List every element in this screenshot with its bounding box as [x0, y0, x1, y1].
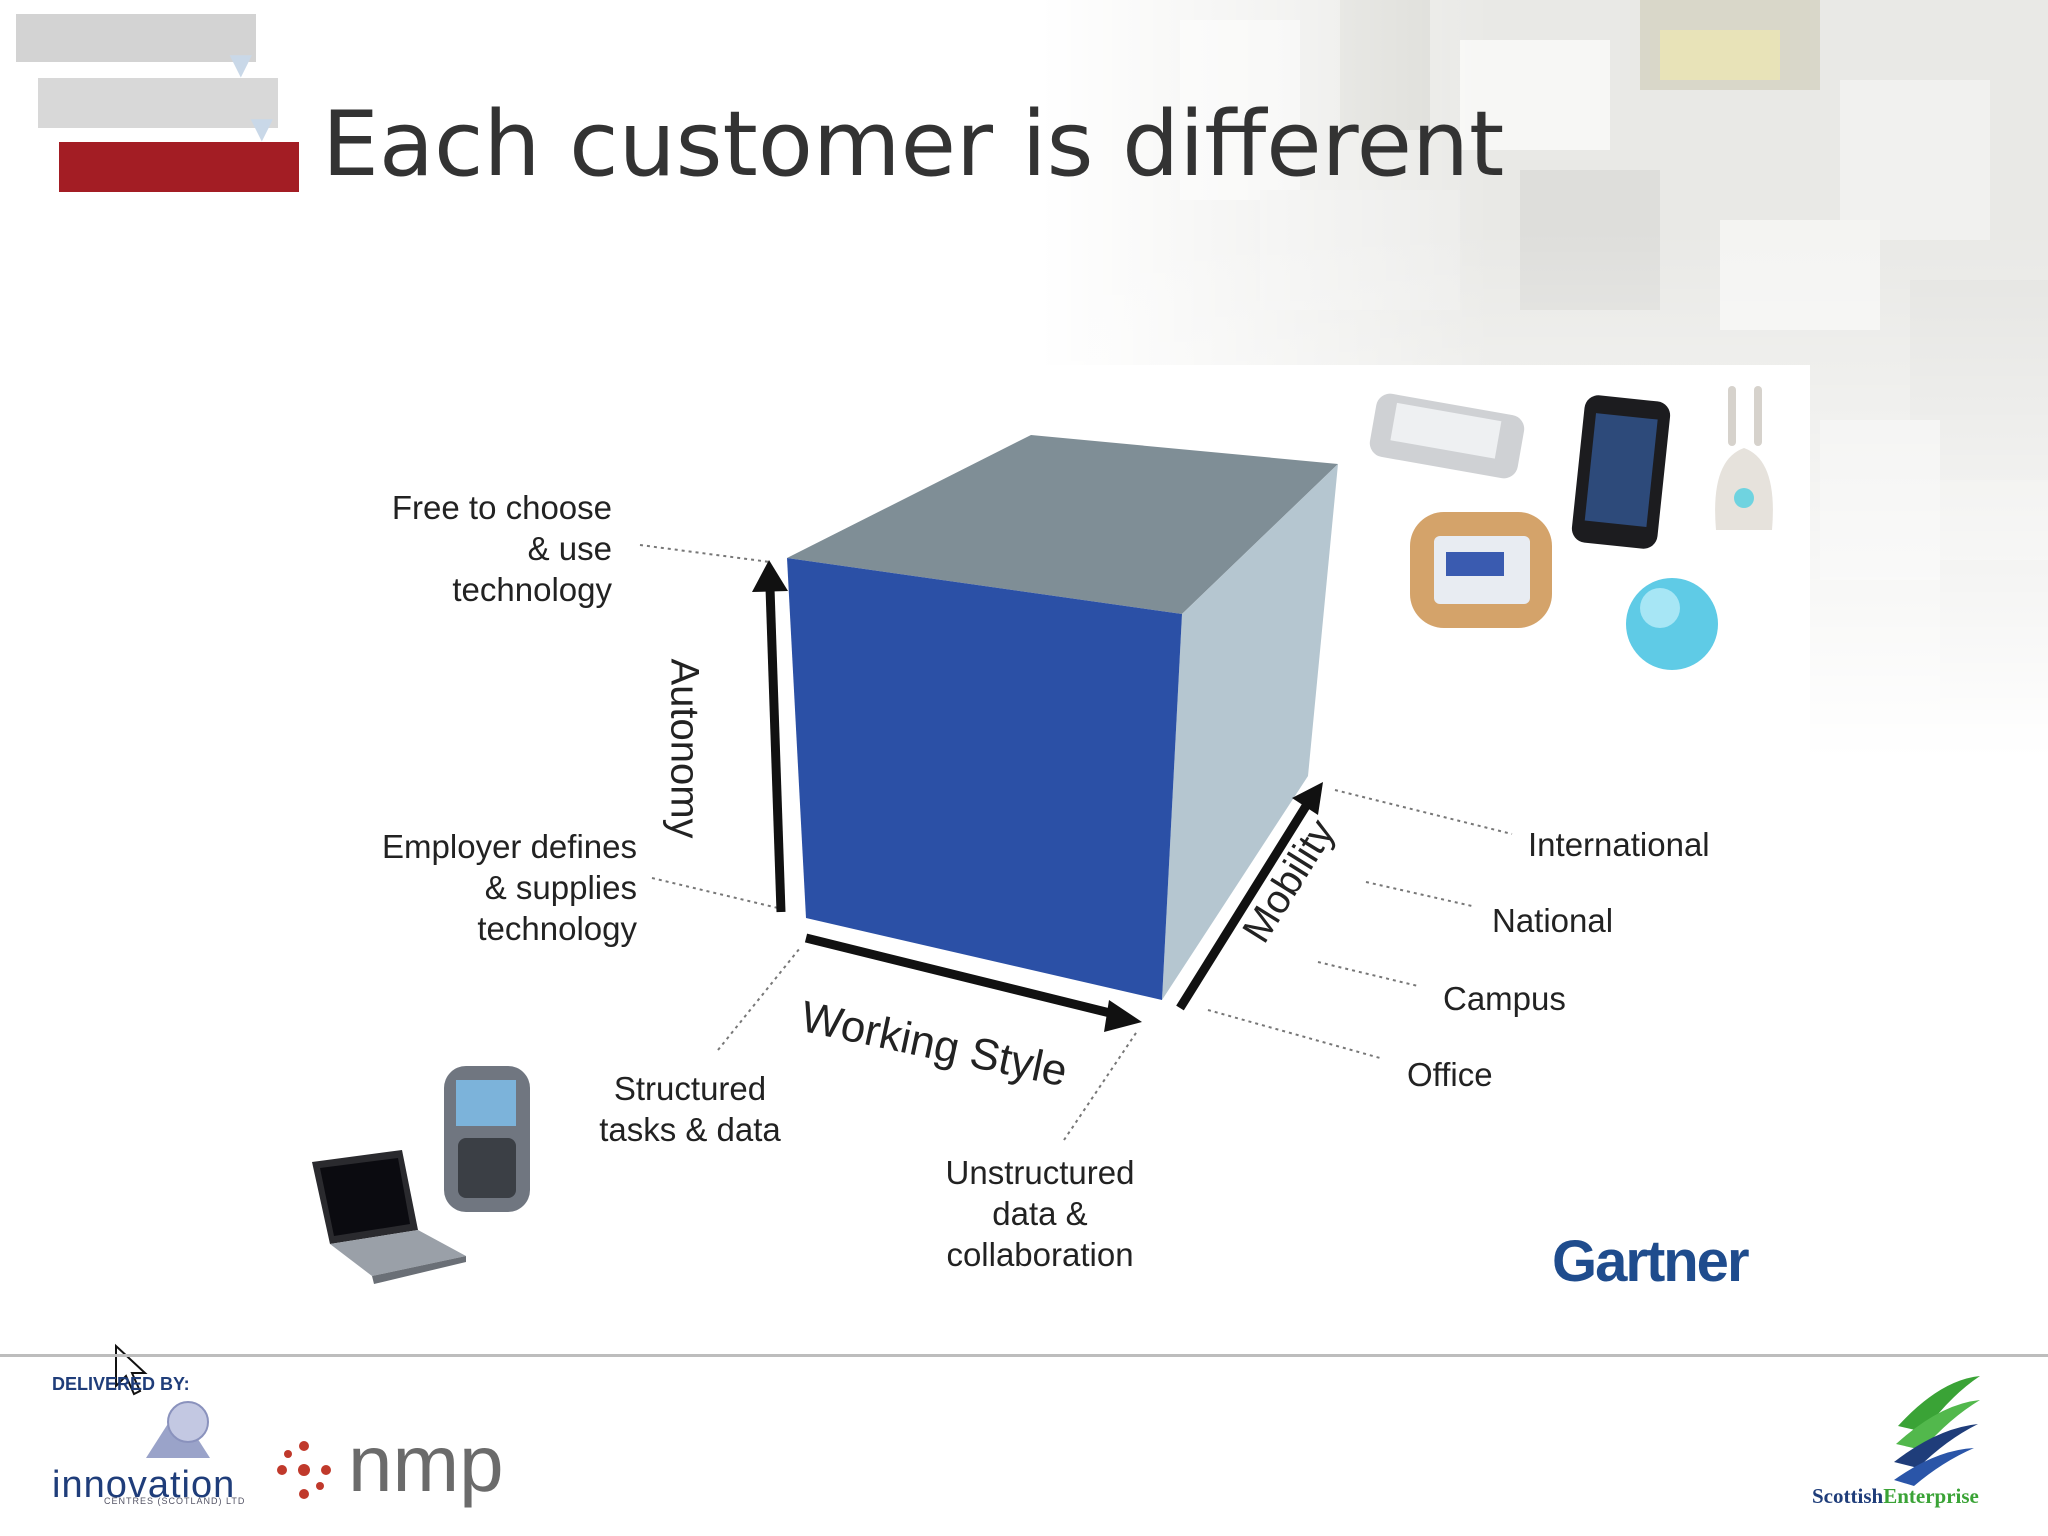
iphone-icon [1571, 395, 1671, 549]
title-accent-bar-grey-top [16, 14, 256, 62]
delivered-by-label: DELIVERED BY: [52, 1374, 190, 1394]
mobility-level-office: Office [1407, 1056, 1493, 1093]
nokia-device-icon [1369, 393, 1525, 479]
autonomy-high-label: Free to choose & use technology [391, 489, 612, 608]
mobility-axis-line [1176, 803, 1310, 1011]
handheld-icon [444, 1066, 530, 1212]
enterprise-word: Enterprise [1883, 1484, 1979, 1508]
title-accent-bar-red [59, 142, 299, 192]
chevron-down-icon: ▼ [222, 44, 260, 86]
autonomy-axis-label: Autonomy [662, 658, 707, 839]
chevron-down-icon: ▼ [243, 108, 281, 150]
ambient-orb-icon [1626, 578, 1718, 670]
nabaztag-icon [1715, 386, 1773, 530]
footer-divider [0, 1354, 2048, 1357]
autonomy-axis-line [765, 587, 786, 913]
mouse-cursor-icon [115, 1343, 148, 1396]
scottish-word: Scottish [1812, 1484, 1884, 1508]
innovation-logo-subtext: CENTRES (SCOTLAND) LTD [104, 1496, 246, 1506]
mobility-level-national: National [1492, 902, 1614, 939]
working-style-high-label: Unstructured data & collaboration [945, 1154, 1135, 1273]
innovation-logo-text: innovation [52, 1464, 236, 1506]
innovation-logo-icon [146, 1401, 210, 1458]
slide-title: Each customer is different [322, 92, 1505, 197]
gartner-source-logo: Gartner [1552, 1229, 1750, 1294]
title-accent-bar-grey-middle [38, 78, 278, 128]
working-style-low-label: Structured tasks & data [599, 1070, 781, 1148]
scottish-enterprise-logo-text: ScottishEnterprise [1812, 1484, 1979, 1509]
autonomy-arrowhead [752, 560, 788, 592]
scottish-enterprise-logo-icon [1894, 1376, 1980, 1486]
cube-side-face [1162, 464, 1338, 1000]
working-style-axis-line [804, 933, 1116, 1019]
mobility-level-international: International [1528, 826, 1710, 863]
mobility-arrowhead [1292, 782, 1323, 815]
mobility-level-campus: Campus [1443, 980, 1566, 1017]
nmp-logo-icon [277, 1441, 331, 1499]
working-style-arrowhead [1104, 1000, 1142, 1032]
cube-front-face [787, 558, 1182, 1000]
laptop-icon [312, 1150, 466, 1284]
autonomy-low-label: Employer defines & supplies technology [382, 828, 637, 947]
nmp-logo-text: nmp [348, 1419, 504, 1508]
cube-top-face [787, 435, 1338, 614]
chumby-icon [1410, 512, 1552, 628]
